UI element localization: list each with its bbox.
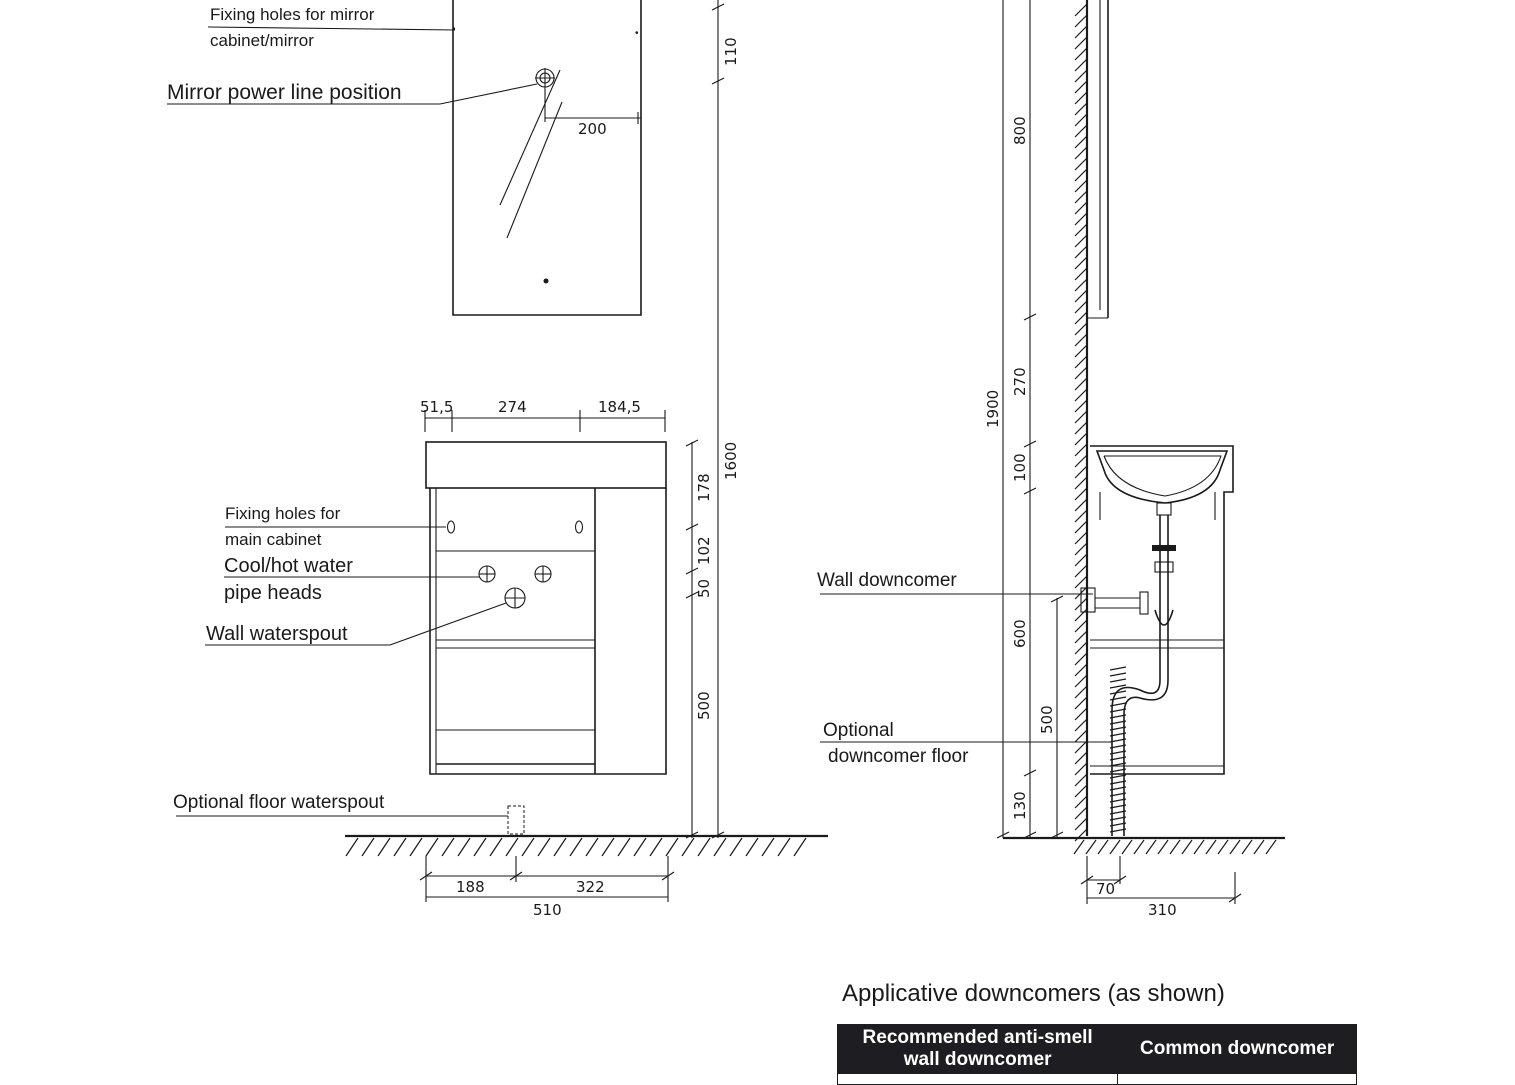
label-pipe-heads-1: Cool/hot water [224, 555, 353, 577]
floor-hatching-front [345, 837, 807, 857]
dim-side-floor: 500 [1038, 705, 1056, 734]
dim-width-total: 510 [533, 901, 562, 919]
dim-h-spout: 500 [695, 691, 713, 720]
hose-ribbing [1109, 666, 1127, 833]
dim-side-downcomer: 600 [1011, 619, 1029, 648]
dim-h-pipes: 50 [695, 579, 713, 598]
label-fixing-cabinet-2: main cabinet [225, 530, 322, 549]
label-optional-floor-1: Optional [823, 720, 894, 741]
label-fixing-mirror-2: cabinet/mirror [210, 31, 314, 50]
dim-h-top: 178 [695, 473, 713, 502]
fixing-hole-left [446, 520, 456, 534]
label-floor-waterspout: Optional floor waterspout [173, 792, 385, 813]
wall-waterspout-icon [504, 587, 526, 609]
dim-depth: 310 [1148, 901, 1177, 919]
dim-110-group: 110 1600 [711, 0, 740, 839]
label-pipe-heads-2: pipe heads [224, 582, 322, 604]
floor-side [1003, 836, 1285, 855]
dim-wall-offset: 70 [1096, 880, 1115, 898]
dim-floor-right: 322 [576, 878, 605, 896]
fixing-hole-right [574, 520, 584, 534]
hot-pipe-icon [534, 565, 552, 583]
side-labels: Wall downcomer Optional downcomer floor [817, 570, 1110, 767]
dim-width-left: 51,5 [420, 398, 453, 416]
table-cell [836, 1073, 1119, 1085]
svg-text:•: • [635, 28, 639, 39]
dim-width-mid: 274 [498, 398, 527, 416]
wall-downcomer-icon [1080, 587, 1096, 613]
dim-side-base: 130 [1011, 791, 1029, 820]
table-header-common: Common downcomer [1117, 1024, 1357, 1074]
cabinet-labels: Fixing holes for main cabinet Cool/hot w… [173, 504, 508, 817]
cabinet-front-view: 51,5 274 184,5 [420, 398, 667, 835]
label-wall-downcomer: Wall downcomer [817, 570, 957, 591]
table-header-recommended: Recommended anti-smell wall downcomer [836, 1024, 1119, 1074]
table-cell [1117, 1073, 1357, 1085]
label-wall-waterspout: Wall waterspout [206, 623, 348, 645]
mirror-bottom-dot [543, 278, 549, 284]
side-bottom-dims: 70 310 [1080, 856, 1242, 919]
dim-side-basin: 100 [1011, 453, 1029, 482]
side-vertical-dims: 800 270 100 1900 600 500 130 [984, 0, 1064, 839]
dim-side-overall: 1900 [984, 390, 1002, 428]
table-title: Applicative downcomers (as shown) [842, 980, 1225, 1007]
cabinet-vertical-dims: 178 102 50 500 [685, 439, 713, 839]
table-row [836, 1073, 1357, 1085]
label-fixing-cabinet-1: Fixing holes for [225, 504, 341, 523]
floor-front [345, 834, 828, 857]
cabinet-bottom-dims: 188 322 510 [419, 856, 675, 919]
dim-width-right: 184,5 [598, 398, 641, 416]
basin-side-view [1080, 445, 1234, 836]
dim-power-offset: 200 [578, 120, 607, 138]
dim-floor-left: 188 [456, 878, 485, 896]
wall-side-view [1074, 0, 1109, 842]
dim-side-mirror: 800 [1011, 116, 1029, 145]
mirror-power-icon [535, 68, 555, 88]
wall-hatching [1074, 3, 1088, 842]
downcomer-table: Recommended anti-smell wall downcomer Co… [836, 1024, 1357, 1085]
mirror-labels: Fixing holes for mirror cabinet/mirror M… [167, 5, 538, 105]
label-fixing-mirror-1: Fixing holes for mirror [210, 5, 375, 24]
dim-side-gap: 270 [1011, 367, 1029, 396]
dim-h-holes: 102 [695, 536, 713, 565]
dim-mirror-top: 110 [722, 37, 740, 66]
cold-pipe-icon [478, 565, 496, 583]
floor-waterspout-icon [507, 805, 525, 835]
dim-total-height: 1600 [722, 442, 740, 480]
label-mirror-power: Mirror power line position [167, 81, 402, 104]
label-optional-floor-2: downcomer floor [828, 746, 969, 767]
pipe-ring [1152, 545, 1176, 551]
mirror-front-view: • • 200 [452, 0, 642, 316]
floor-hatching-side [1073, 839, 1277, 855]
